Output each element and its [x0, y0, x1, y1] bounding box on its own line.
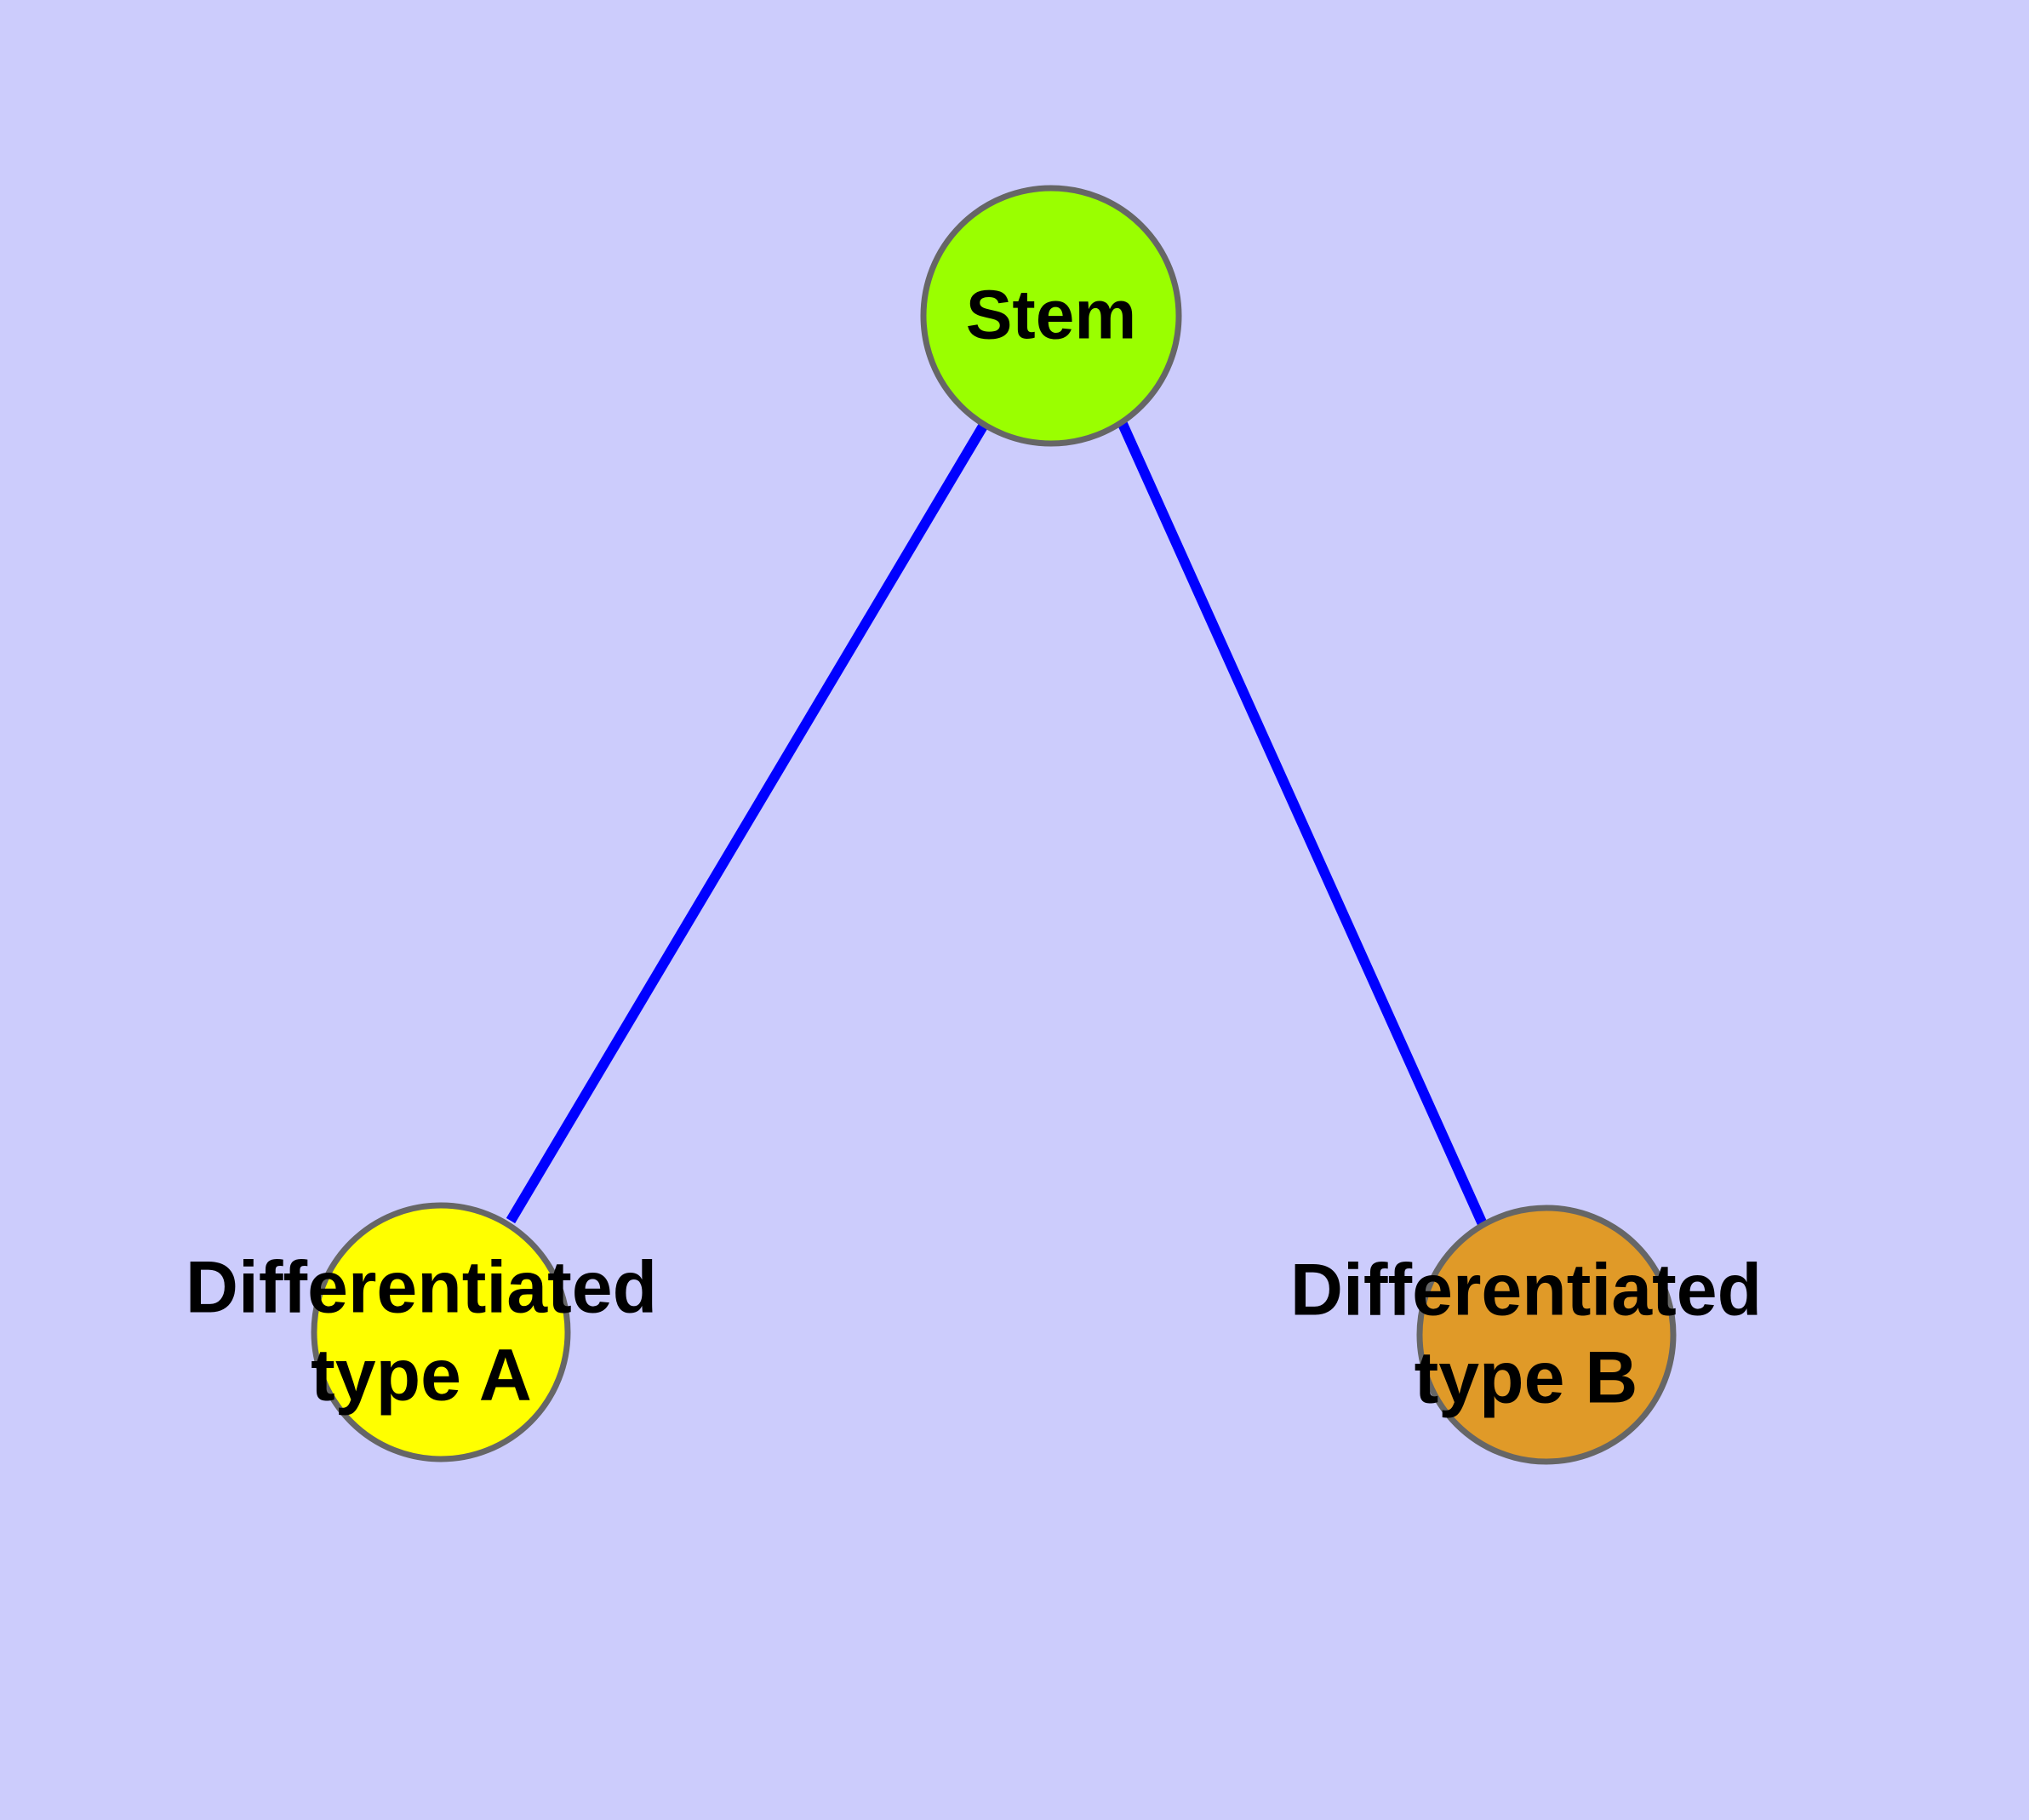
- node-stem[interactable]: Stem: [920, 185, 1182, 447]
- node-circle-stem[interactable]: [920, 185, 1182, 447]
- node-differentiated-type-b[interactable]: [1416, 1205, 1677, 1465]
- node-label-differentiated-type-a-line2: type A: [311, 1335, 532, 1417]
- label-layer: Differentiated type A Differentiated typ…: [186, 1247, 1762, 1419]
- node-label-differentiated-type-b-line2: type B: [1415, 1337, 1638, 1419]
- edge-stem-to-differentiated-type-b[interactable]: [1117, 421, 1488, 1227]
- node-label-stem: Stem: [966, 277, 1137, 354]
- node-label-differentiated-type-b-line1: Differentiated: [1290, 1250, 1762, 1331]
- node-label-differentiated-type-a-line1: Differentiated: [186, 1247, 657, 1329]
- edge-layer: [506, 421, 1488, 1227]
- node-circle-differentiated-type-a[interactable]: [311, 1202, 571, 1462]
- node-circle-differentiated-type-b[interactable]: [1416, 1205, 1677, 1465]
- edge-stem-to-differentiated-type-a[interactable]: [506, 421, 989, 1224]
- node-differentiated-type-a[interactable]: [311, 1202, 571, 1462]
